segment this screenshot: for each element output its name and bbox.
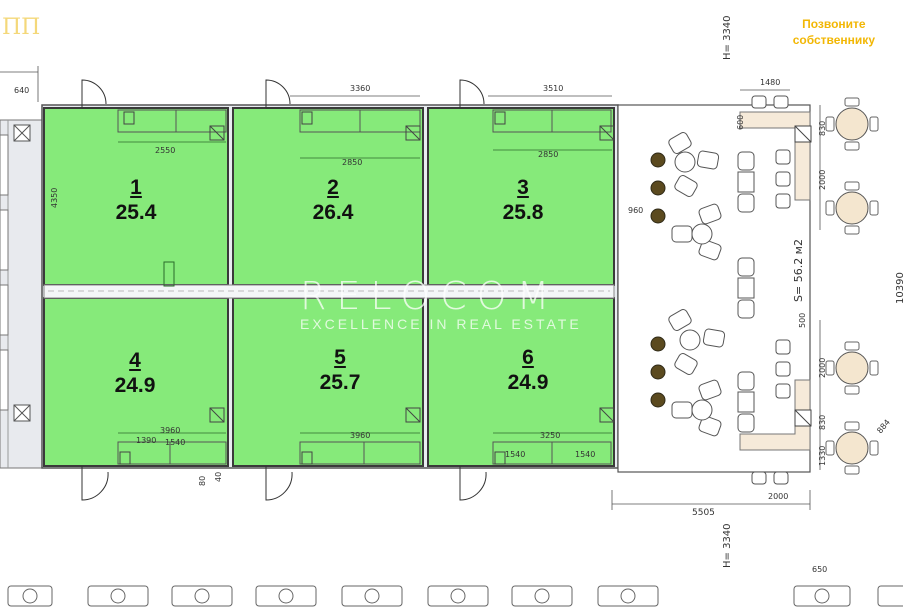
dim-2000c: 2000 — [768, 492, 789, 501]
utility-boxes — [119, 111, 615, 465]
dim-500: 500 — [798, 312, 807, 328]
room-5-number: 5 — [334, 346, 346, 369]
left-window-3 — [0, 284, 9, 336]
room-1-counter — [117, 109, 227, 133]
hall-bar-counter-top — [739, 111, 811, 201]
dim-2850: 2850 — [342, 158, 363, 167]
dim-2850b: 2850 — [538, 150, 559, 159]
dim-600: 600 — [736, 114, 745, 130]
plants — [650, 152, 666, 408]
right-edge-dimension: 10390 — [895, 272, 903, 304]
room-5-area — [232, 297, 424, 467]
room-1-number: 1 — [130, 176, 142, 199]
dim-80: 80 — [198, 475, 207, 486]
room-6-number: 6 — [522, 346, 534, 369]
left-column-box2-x2 — [13, 404, 31, 422]
dim-830b: 830 — [818, 414, 827, 430]
hall-area-label: S= 56.2 м2 — [792, 239, 805, 302]
cafe-tables — [835, 107, 869, 465]
dim-3360: 3360 — [350, 84, 371, 93]
dim-960: 960 — [628, 206, 644, 215]
dim-1540b: 1540 — [505, 450, 526, 459]
room-5-label: 5 25.7 — [310, 346, 370, 396]
dim-1540c: 1540 — [575, 450, 596, 459]
left-column-box-x2 — [13, 124, 31, 142]
dim-1330: 1330 — [818, 445, 827, 466]
doors-bottom — [81, 466, 487, 501]
dim-1480: 1480 — [760, 78, 781, 87]
dim-4350: 4350 — [50, 187, 59, 208]
room-2-number: 2 — [327, 176, 339, 199]
room-5-area-value: 25.7 — [319, 371, 361, 394]
watermark-brand: RELOCOM — [300, 274, 560, 318]
dim-2550: 2550 — [155, 146, 176, 155]
dim-1390: 1390 — [136, 436, 157, 445]
room-2-area-value: 26.4 — [312, 201, 354, 224]
call-owner-line2: собственнику — [792, 33, 875, 47]
room-6-area — [427, 297, 615, 467]
dim-1540: 1540 — [165, 438, 186, 447]
room-4-counter — [117, 441, 227, 465]
room-1-area-value: 25.4 — [115, 201, 157, 224]
left-window-2 — [0, 209, 9, 271]
cafe-chairs — [825, 97, 879, 475]
room-3-area-value: 25.8 — [502, 201, 544, 224]
lounge-chairs — [668, 95, 791, 485]
height-bottom-label: H= 3340 — [722, 523, 733, 568]
watermark-tagline: EXCELLENCE IN REAL ESTATE — [300, 316, 582, 332]
corner-fragment: ПП — [2, 15, 41, 40]
room-5-counter — [299, 441, 421, 465]
dim-650: 650 — [812, 565, 828, 574]
room-4-area — [43, 297, 229, 467]
room-4-label: 4 24.9 — [105, 349, 165, 399]
room-3-number: 3 — [517, 176, 529, 199]
watermark: RELOCOM EXCELLENCE IN REAL ESTATE — [300, 276, 582, 332]
dim-640: 640 — [14, 86, 30, 95]
left-window-1 — [0, 134, 9, 196]
call-owner-line1: Позвоните — [802, 17, 866, 31]
room-4-area-value: 24.9 — [114, 374, 156, 397]
room-2-area — [232, 107, 424, 286]
hall-column-top-x — [794, 125, 812, 143]
dim-3510: 3510 — [543, 84, 564, 93]
left-window-4 — [0, 349, 9, 411]
room-6-label: 6 24.9 — [498, 346, 558, 396]
room-3-area — [427, 107, 615, 286]
call-owner-link[interactable]: Позвоните собственнику — [793, 16, 875, 48]
dim-40: 40 — [214, 471, 223, 482]
room-6-area-value: 24.9 — [507, 371, 549, 394]
height-top-label: H= 3340 — [722, 15, 733, 60]
room-4-number: 4 — [129, 349, 141, 372]
dim-2000a: 2000 — [818, 169, 827, 190]
dim-3960b: 3960 — [350, 431, 371, 440]
room-3-label: 3 25.8 — [493, 176, 553, 226]
dimension-lines — [0, 66, 821, 510]
dim-830a: 830 — [818, 120, 827, 136]
dim-2000b: 2000 — [818, 357, 827, 378]
dim-3960: 3960 — [160, 426, 181, 435]
socket-box — [163, 261, 175, 287]
hall-column-bottom-x — [794, 409, 812, 427]
bottom-table-row — [7, 585, 903, 607]
dim-3250: 3250 — [540, 431, 561, 440]
room-1-label: 1 25.4 — [106, 176, 166, 226]
width-bottom-dimension: 5505 — [692, 508, 715, 518]
doors-top — [81, 79, 485, 109]
room-2-label: 2 26.4 — [303, 176, 363, 226]
